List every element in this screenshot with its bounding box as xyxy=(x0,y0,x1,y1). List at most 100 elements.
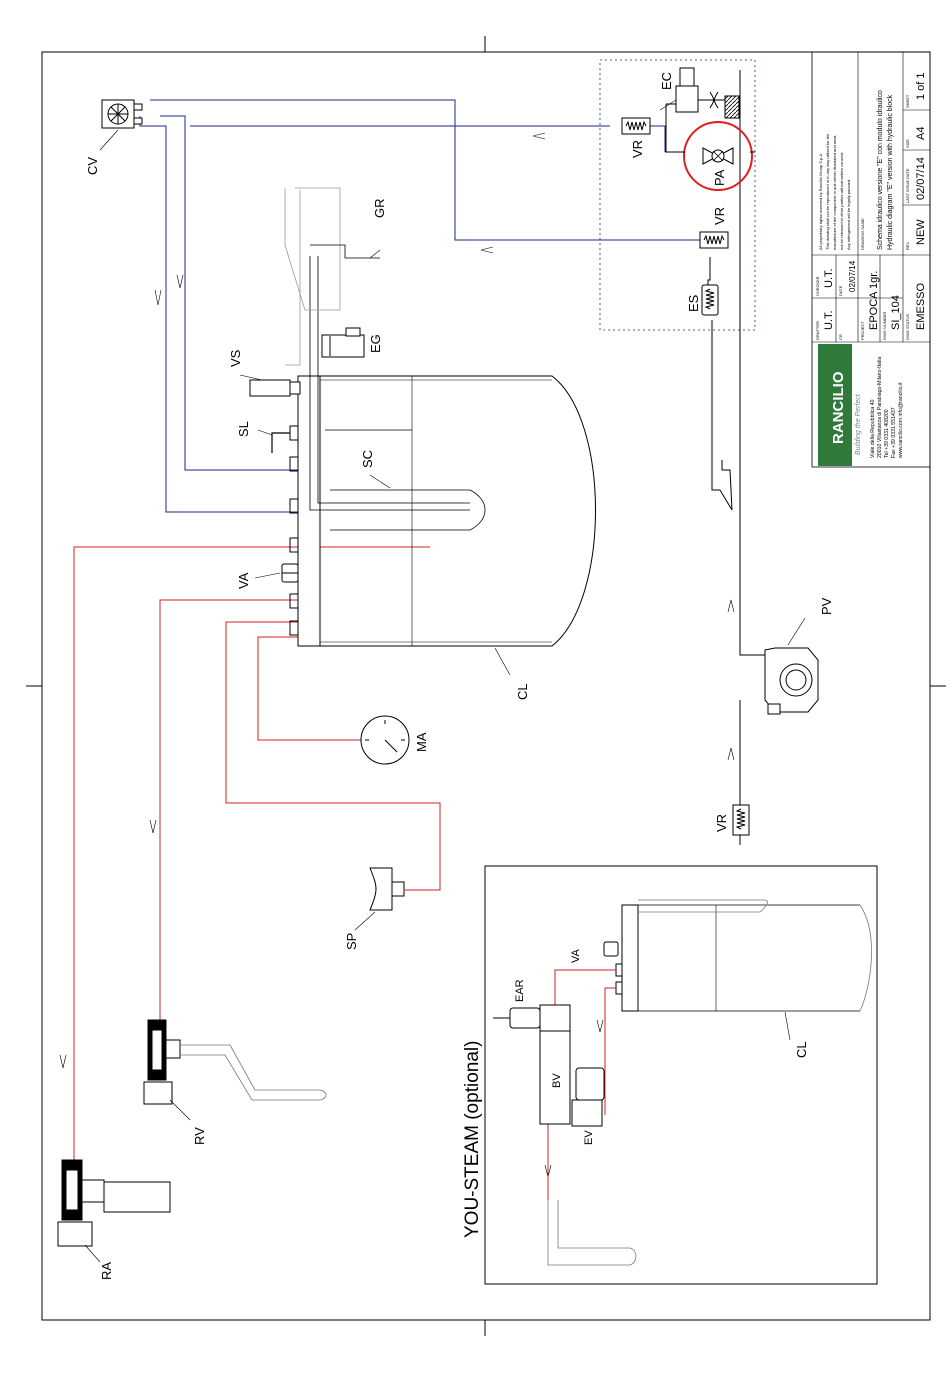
label-rv: RV xyxy=(192,1127,207,1145)
label-pa: PA xyxy=(712,169,727,186)
dwg-number-value: SI_104 xyxy=(890,295,902,330)
pressure-switch-sp xyxy=(369,867,405,911)
you-steam-title: YOU-STEAM (optional) xyxy=(462,1041,483,1238)
block-bv xyxy=(539,1030,571,1125)
label-ra: RA xyxy=(99,1262,114,1280)
inlet-line xyxy=(707,70,765,845)
label-sp: SP xyxy=(344,933,359,950)
project-label: PROJECT xyxy=(860,321,865,340)
rev-value: NEW xyxy=(915,219,927,245)
label-va: VA xyxy=(236,572,251,589)
you-steam-frame xyxy=(484,865,878,1285)
dwg-number-label: DWG NUMBER xyxy=(882,312,887,340)
title-block: RANCILIO Building the Perfect Viale dell… xyxy=(811,51,931,468)
inset-safety-valve-va xyxy=(603,941,619,957)
drafter-label: DRAFTER xyxy=(815,321,820,340)
dwg-status-value: EMESSO xyxy=(915,282,927,330)
check-valve-vr-mid xyxy=(699,231,729,249)
check-valve-vr-top xyxy=(621,117,651,135)
steam-lines xyxy=(73,546,441,1160)
address-line-3: Tel +39 0331 408200 xyxy=(884,409,890,458)
manometer-ma xyxy=(360,715,410,765)
copyright-line-3: manufacture of the component or unit her… xyxy=(832,135,837,250)
checker-label: CHECKER xyxy=(815,276,820,296)
label-vs: VS xyxy=(228,349,243,367)
drain-funnel xyxy=(711,460,733,511)
date-value: 02/07/14 xyxy=(848,260,857,292)
drawing-name-it: Schema idraulico versione "E" con modulo… xyxy=(877,90,884,250)
label-sc: SC xyxy=(360,450,375,468)
water-tap-ra xyxy=(57,1159,171,1247)
label-vr-top: VR xyxy=(630,140,645,158)
filter-ec xyxy=(724,95,740,119)
solenoid-ec xyxy=(665,67,726,152)
size-label: SIZE xyxy=(905,139,910,148)
check-valve-vr-bottom xyxy=(732,804,750,836)
safety-valve-va xyxy=(281,563,299,583)
drafter-value: U.T. xyxy=(823,310,835,330)
address-line-4: Fax +39 0331 551437 xyxy=(891,407,897,458)
cr-label: CR xyxy=(838,334,843,340)
level-probe-sl xyxy=(271,432,290,453)
pump-body-pv xyxy=(764,647,819,715)
label-cl: CL xyxy=(515,683,530,700)
rancilio-logo xyxy=(818,344,852,466)
label-gr: GR xyxy=(372,199,387,219)
drawing-name-label: DRAWING NAME xyxy=(860,218,865,250)
expansion-valve-es xyxy=(701,284,719,316)
size-value: A4 xyxy=(915,127,927,140)
group-head-gr xyxy=(284,187,341,366)
inset-red-lines xyxy=(547,969,616,1200)
label-va-inset: VA xyxy=(570,948,582,963)
label-ear: EAR xyxy=(514,979,526,1002)
pump-pa xyxy=(665,121,755,191)
inset-boiler-cl xyxy=(615,899,872,1012)
steam-tap-rv xyxy=(143,1019,327,1105)
label-sl: SL xyxy=(236,421,251,437)
label-eg: EG xyxy=(368,334,383,353)
coffee-valve-cv xyxy=(101,99,143,129)
logo-tagline: Building the Perfect xyxy=(855,393,862,455)
label-vr-bottom: VR xyxy=(714,814,729,832)
copyright-line-1: All proprietary rights reserved by Ranci… xyxy=(818,153,823,250)
vacuum-valve-vs xyxy=(249,379,301,397)
label-cv: CV xyxy=(85,157,100,175)
label-ma: MA xyxy=(414,732,429,752)
sheet-label: SHEET xyxy=(905,94,910,108)
date-label: DATE xyxy=(838,285,843,296)
checker-value: U.T. xyxy=(823,268,835,288)
heater-eg xyxy=(321,327,365,358)
boiler-cl xyxy=(289,256,596,647)
copyright-line-2: This drawing shall not be reproduced or … xyxy=(825,133,830,250)
label-pv: PV xyxy=(819,597,834,615)
label-cl-inset: CL xyxy=(794,1041,809,1058)
rev-label: REV xyxy=(905,241,910,250)
copyright-line-5: Any infringement will be legally pursued… xyxy=(846,179,851,250)
address-line-2: 20010 Villastanza di Parabiago-Milano-It… xyxy=(877,357,883,458)
label-ev: EV xyxy=(583,1130,595,1145)
address-line-1: Viale della Repubblica 40 xyxy=(870,399,876,458)
hydraulic-block-outline xyxy=(599,59,756,331)
water-lines xyxy=(139,99,700,513)
logo-text: RANCILIO xyxy=(830,371,847,444)
label-ec: EC xyxy=(659,72,674,90)
project-value: EPOCA 1gr. xyxy=(868,271,880,330)
label-es: ES xyxy=(686,294,701,312)
inset-steam-wand xyxy=(547,1200,637,1266)
centering-marks xyxy=(26,36,946,1336)
label-vr-mid: VR xyxy=(712,207,727,225)
air-valve-ear xyxy=(493,1004,571,1032)
label-bv: BV xyxy=(551,1073,563,1088)
leader-lines xyxy=(84,99,806,1263)
flow-arrows xyxy=(59,132,735,1178)
gr-pipe xyxy=(310,244,380,259)
sheet-value: 1 of 1 xyxy=(915,72,927,100)
last-issue-label: LAST ISSUE DATE xyxy=(905,168,910,203)
drawing-name-en: Hydraulic diagram "E" version with hydra… xyxy=(887,94,894,250)
last-issue-value: 02/07/14 xyxy=(915,157,927,200)
solenoid-ev xyxy=(571,1067,605,1127)
dwg-status-label: DWG STATUS xyxy=(905,314,910,340)
copyright-line-4: not be released to other parties without… xyxy=(839,152,844,250)
address-line-5: www.rancilio.com info@rancilio.it xyxy=(898,382,904,458)
